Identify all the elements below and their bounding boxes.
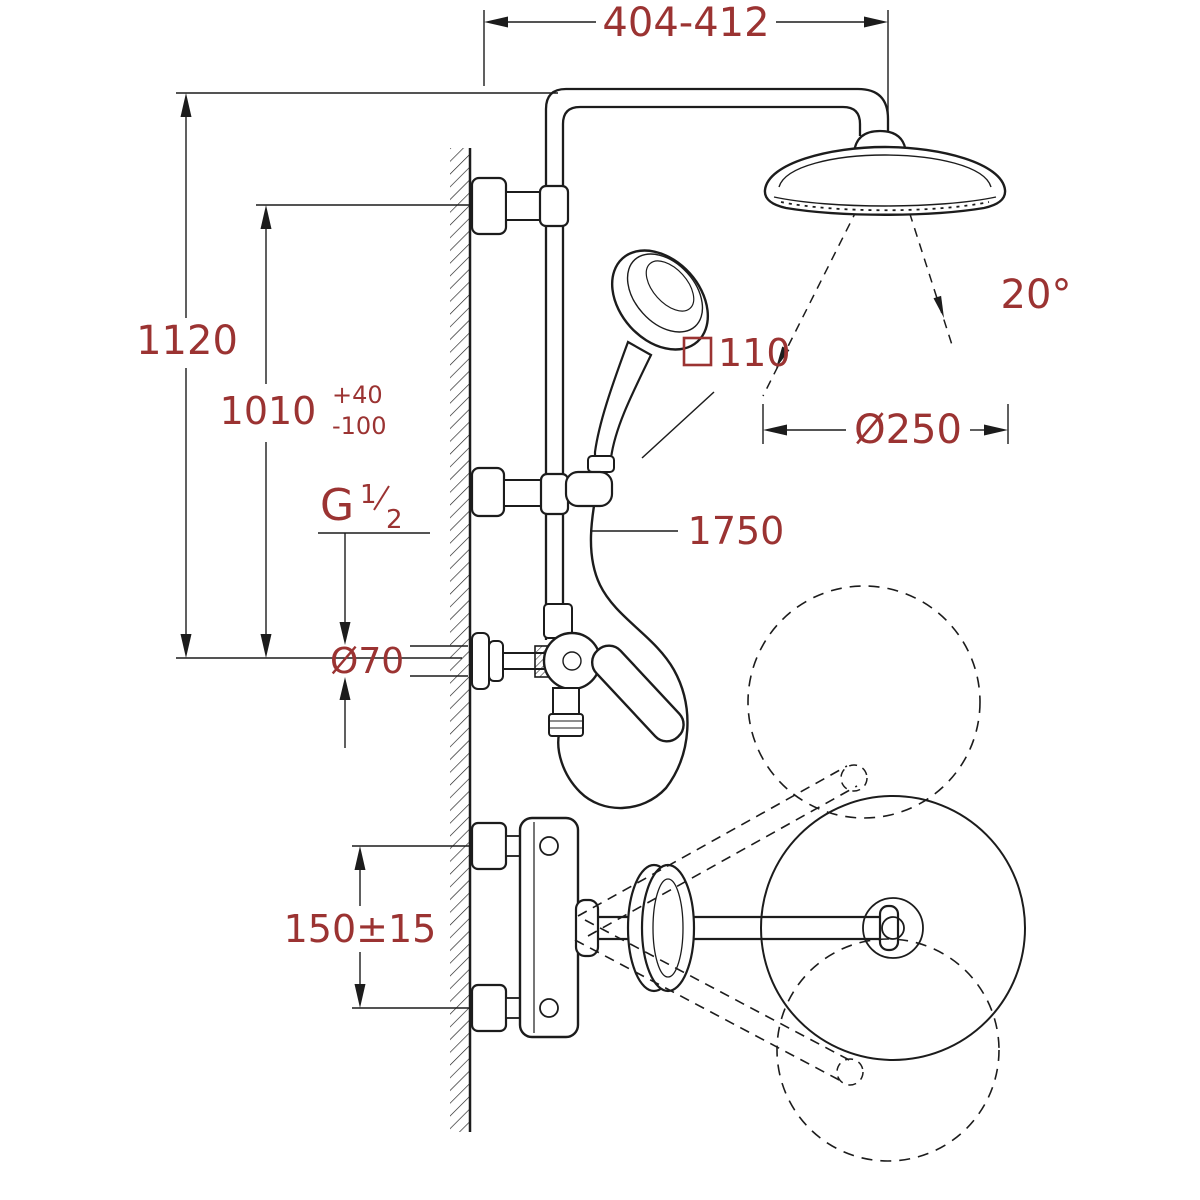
dim-hose-length-label: 1750 [688,509,785,553]
dim-overall-height [176,92,558,659]
dim-handshower-size-label: 110 [718,331,791,375]
dim-overall-height-label: 1120 [136,318,238,364]
outlet-nut [548,713,584,737]
dim-riser-tol-minus: -100 [332,412,386,440]
spray-face-dots [780,201,990,212]
fraction-slash [373,485,390,511]
shower-hose [557,473,689,810]
dimension-labels: 404-412 1120 1010 +40 -100 20° 110 Ø250 … [136,0,1071,951]
dim-connection-spacing [352,845,470,1009]
dim-width-range [483,10,889,130]
handshower-leader [641,391,715,459]
dim-riser-height [256,204,472,658]
dimension-lines [176,10,1009,1009]
swivel-positions [574,585,1000,1162]
dim-thread-rosette [318,532,468,748]
square-symbol [682,336,713,367]
dim-connection-spacing-label: 150±15 [284,907,437,951]
wall-section [450,148,472,1132]
dim-riser-height-label: 1010 [220,389,317,433]
dim-width-range-label: 404-412 [602,0,769,46]
dim-head-diameter [762,404,1009,444]
mixer-lever [590,644,685,743]
shower-holder [470,466,614,518]
mixer-valve [471,603,685,743]
dim-head-diameter-label: Ø250 [854,407,962,453]
wall-bracket-top [470,176,570,236]
thread-letter-label: G [320,480,354,531]
hose-nut [587,455,615,473]
riser-pipe [544,87,890,640]
dim-rosette-diameter-label: Ø70 [330,641,404,682]
dim-riser-tol-plus: +40 [332,381,383,409]
swivel-arm [598,795,1026,1061]
thread-numerator-label: 1 [360,480,377,510]
thread-denominator-label: 2 [386,505,403,535]
dim-head-angle-label: 20° [1001,272,1072,318]
bottom-mixer-assembly [470,816,600,1039]
head-shower [763,129,1007,216]
hand-shower [587,249,710,473]
